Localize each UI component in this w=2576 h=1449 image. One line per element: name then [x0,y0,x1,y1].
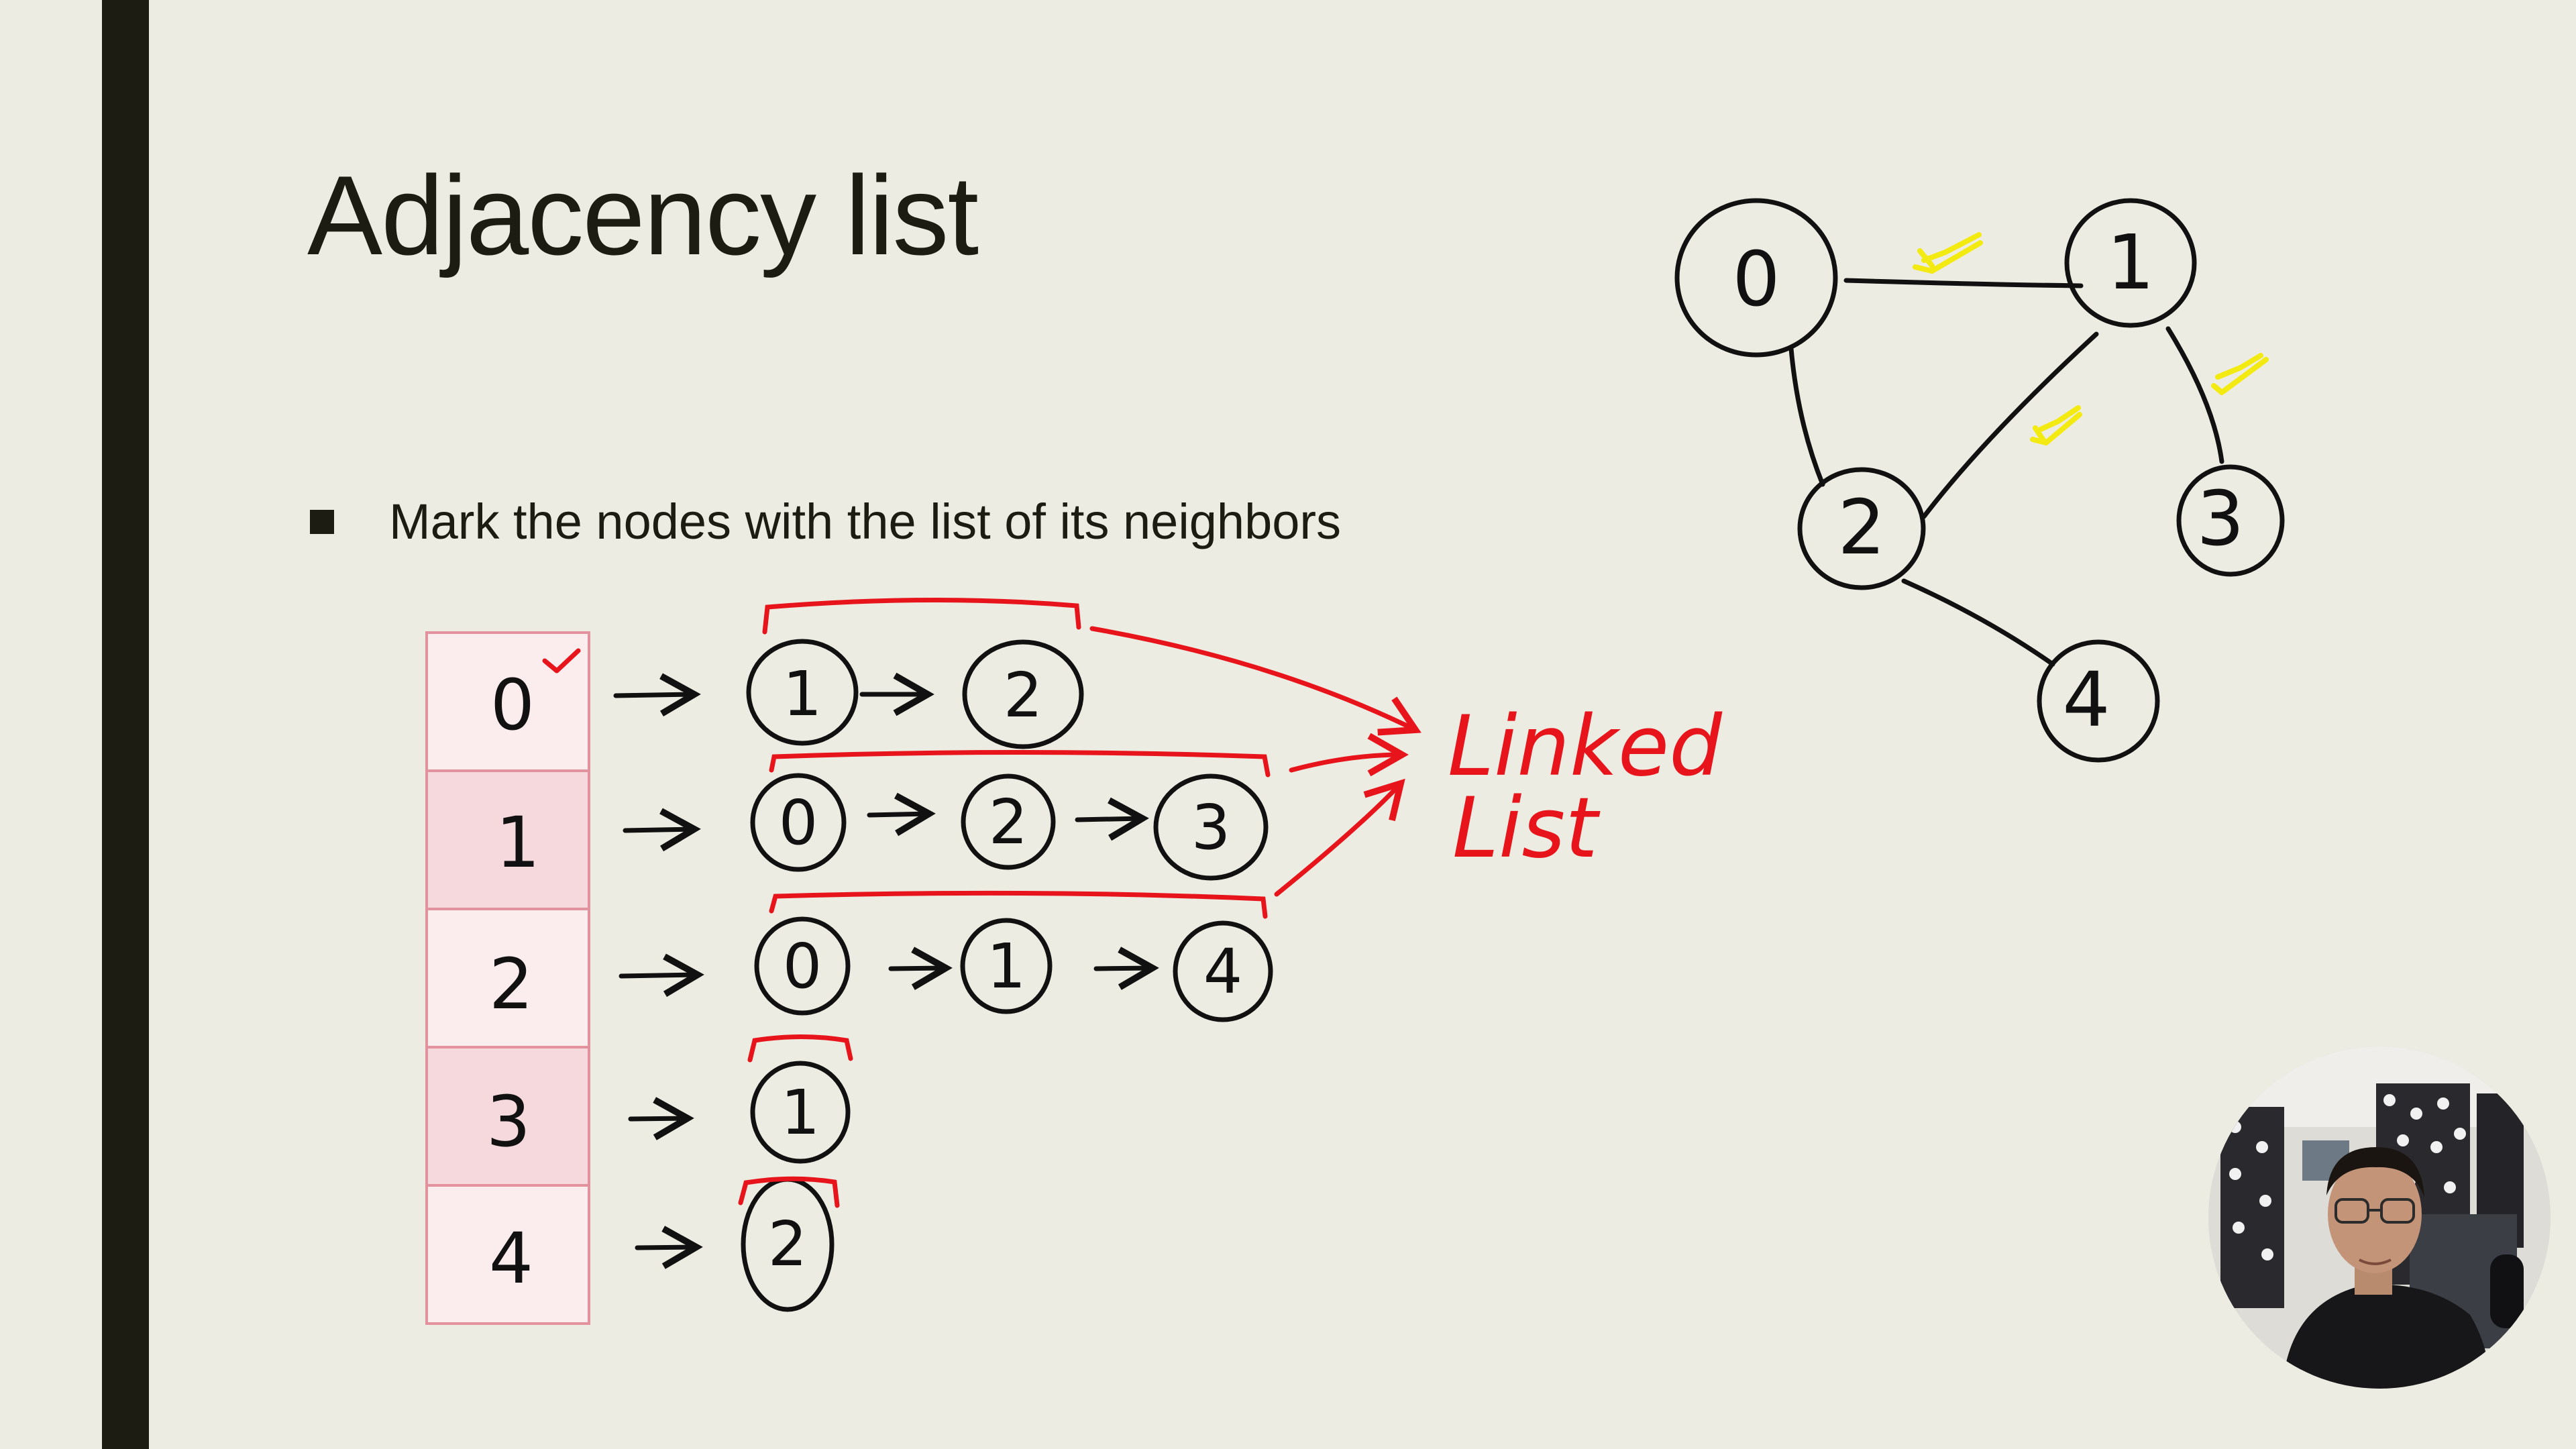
bracket-row-2 [769,890,1268,919]
red-arrow-row-2 [1274,778,1405,897]
yellow-arrow-icon-2 [2030,405,2082,445]
graph-label-2: 2 [1837,484,1885,572]
list-value-4-0: 2 [768,1208,808,1280]
list-value-0-1: 2 [1004,659,1043,731]
list-value-0-0: 1 [783,658,822,730]
red-brackets [738,597,1271,1208]
graph-node-3 [2176,464,2285,577]
red-check-icon [542,648,581,674]
webcam-image [2208,1046,2551,1389]
graph-label-0: 0 [1732,236,1780,323]
list-node-2-2 [1173,920,1273,1022]
bullet-item: Mark the nodes with the list of its neig… [310,493,1341,550]
table-cell-0 [425,631,590,772]
graph-label-4: 4 [2062,657,2110,744]
list-value-2-1: 1 [987,930,1026,1002]
yellow-marks [1913,232,2269,445]
edge-0-2 [1788,346,1825,487]
list-value-1-0: 0 [779,787,818,859]
edge-1-3 [2165,326,2224,464]
arrow-row-3 [628,1097,694,1140]
table-index-0: 0 [490,664,535,746]
annotation-line-2: List [1452,780,1601,877]
list-node-3-0 [750,1061,851,1164]
annotation-line-1: Linked [1448,698,1723,795]
edge-2-4 [1901,578,2055,667]
bracket-row-4 [738,1176,840,1208]
bullet-square-icon [310,509,334,534]
yellow-arrow-icon-3 [2211,353,2269,395]
graph-label-3: 3 [2196,476,2244,563]
adjacency-table: 0 1 2 3 4 [425,631,590,1325]
graph-edges [1788,278,2224,667]
list-value-2-0: 0 [783,930,822,1002]
list-value-1-1: 2 [989,786,1028,858]
table-index-4: 4 [489,1218,533,1299]
list-node-0-1 [962,639,1084,749]
bracket-row-0 [762,597,1081,635]
arrow-row-4 [635,1226,703,1269]
arrow-row-1 [623,808,701,852]
graph-node-2 [1797,467,1926,590]
arrow-link-1b [1075,797,1149,841]
list-node-1-0 [750,773,847,872]
table-cell-2 [425,908,590,1049]
graph-nodes [1674,198,2285,763]
list-node-1-1 [961,773,1056,870]
table-cell-4 [425,1184,590,1325]
left-accent-bar [102,0,149,1449]
graph-node-4 [2037,639,2160,763]
arrow-link-1a [867,792,936,837]
list-value-1-2: 3 [1191,792,1231,863]
list-value-2-2: 4 [1203,936,1243,1008]
table-index-2: 2 [489,943,533,1025]
table-cell-3 [425,1046,590,1187]
table-arrows [613,672,1159,1269]
red-arrow-row-1 [1289,733,1409,777]
list-node-2-1 [960,918,1053,1014]
linked-list-annotation: Linked List [1448,698,1723,877]
edge-1-2 [1921,331,2099,519]
arrow-link-2b [1093,947,1159,990]
list-node-circles [741,639,1273,1312]
bracket-row-1 [769,750,1271,777]
red-arrows [1089,626,1421,897]
table-index-1: 1 [496,802,540,883]
graph-node-1 [2064,198,2197,328]
graph-node-0 [1674,198,1838,358]
list-value-3-0: 1 [781,1077,820,1148]
list-node-1-2 [1153,773,1269,881]
presenter-webcam [2208,1046,2551,1389]
graph-label-1: 1 [2106,219,2154,307]
red-arrow-row-0 [1089,626,1421,736]
slide-title: Adjacency list [307,152,979,278]
table-index-3: 3 [486,1081,531,1163]
arrow-row-2 [619,953,704,998]
arrow-row-0 [613,673,701,717]
list-node-2-0 [754,916,851,1016]
bracket-row-3 [747,1034,853,1063]
bullet-text: Mark the nodes with the list of its neig… [389,494,1342,549]
list-node-0-0 [746,639,859,746]
edge-0-1 [1843,278,2084,288]
yellow-arrow-icon-1 [1913,232,1983,274]
table-cell-1 [425,769,590,910]
arrow-link-2a [888,947,953,990]
